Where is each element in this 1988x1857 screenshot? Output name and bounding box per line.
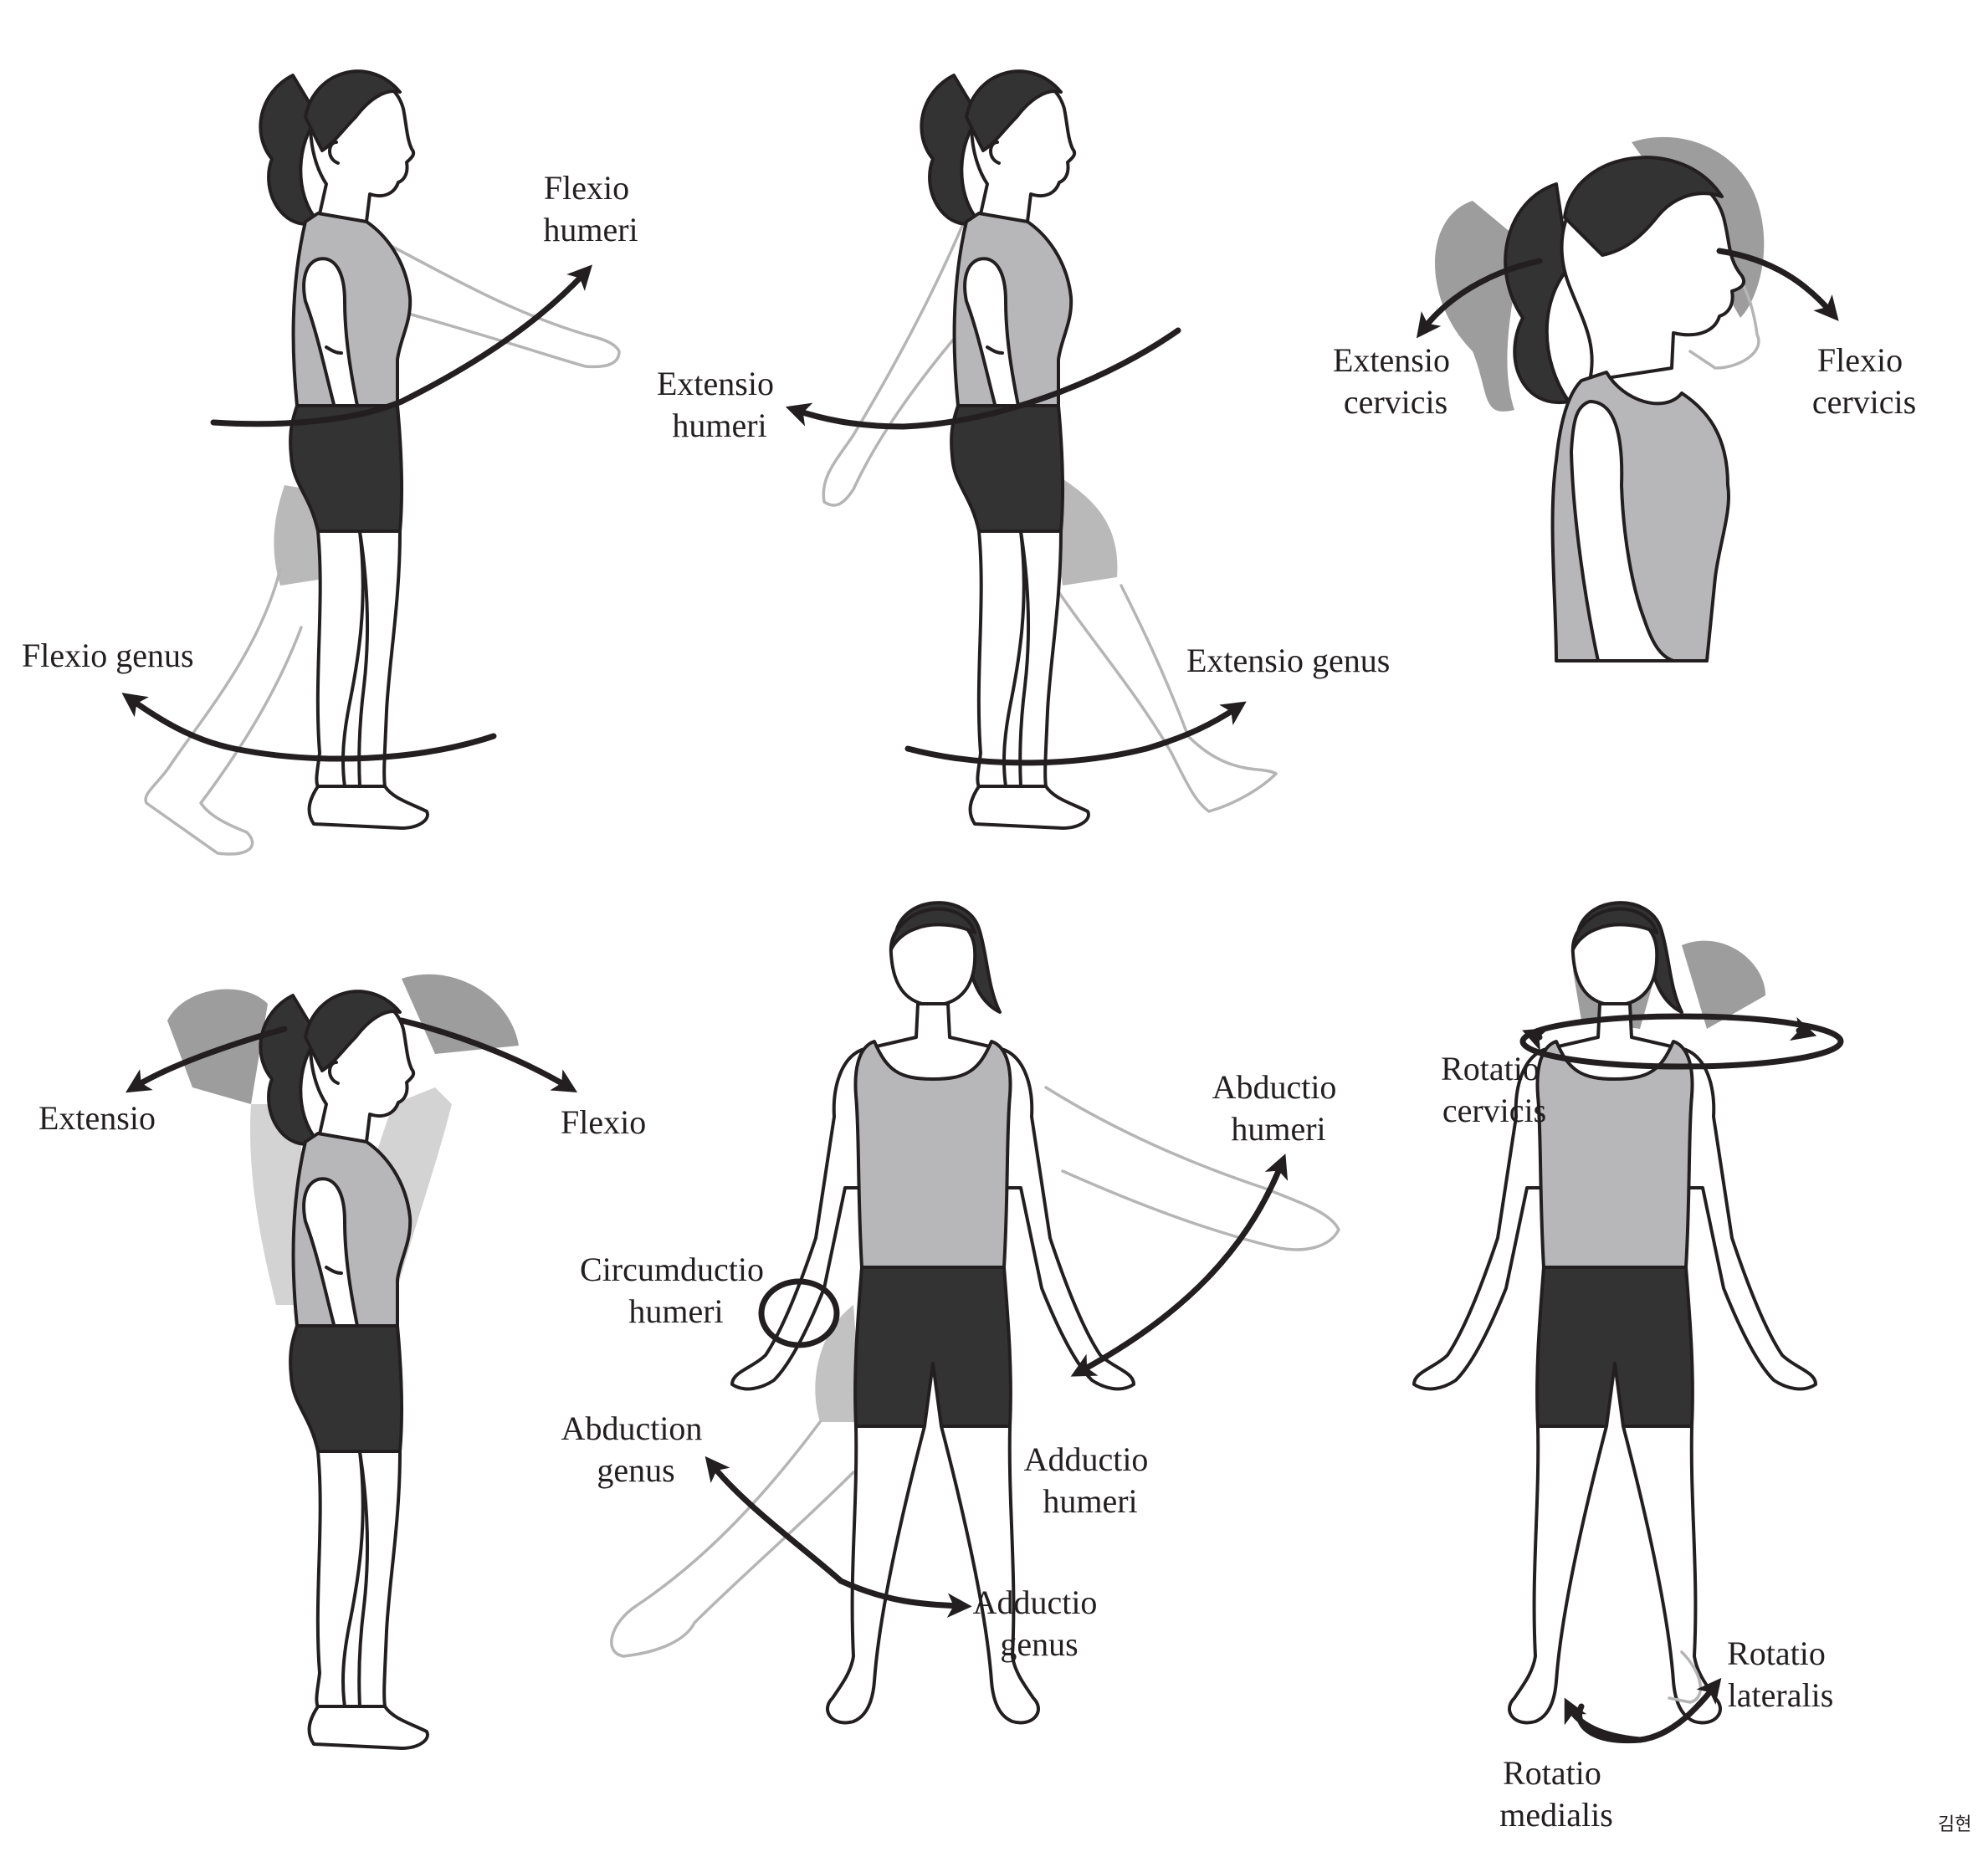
label-flexio-humeri: Flexio humeri [543,169,638,248]
panel-flexio-humeri-genus [121,69,621,856]
extensio-cervicis-arrow [1416,258,1543,339]
circumductio-ring [758,1278,840,1348]
label-circumductio-humeri: Circumductio humeri [580,1251,772,1330]
panel-cervicis-bust [1416,136,1839,662]
label-flexio: Flexio [561,1103,646,1141]
label-adductio-genus: Adductio genus [973,1583,1106,1663]
label-adductio-humeri: Adductio humeri [1024,1440,1157,1520]
adductio-genus-arrow [838,1578,972,1618]
labels: Flexio humeri Extensio humeri Extensio c… [22,169,1971,1835]
label-extensio: Extensio [38,1099,156,1137]
label-abductio-humeri: Abductio humeri [1212,1068,1345,1148]
rotatio-cervicis-left-arrowhead [1522,1027,1550,1051]
adductio-humeri-arrow [1070,1168,1282,1377]
flexio-arrow [398,1017,578,1093]
extensio-humeri-arrow [785,327,1181,430]
extensio-arrow [126,1026,288,1093]
panel-trunk-flexion [126,974,578,1750]
abductio-humeri-arrowhead [1264,1154,1289,1181]
label-abduction-genus: Abduction genus [561,1409,711,1489]
label-flexio-cervicis: Flexio cervicis [1812,341,1916,421]
panel-extensio-humeri-genus [785,69,1278,830]
label-flexio-genus: Flexio genus [22,637,194,674]
flexio-humeri-arrow [210,264,592,427]
label-rotatio-cervicis: Rotatio cervicis [1441,1050,1548,1129]
extensio-genus-arrow [904,701,1247,766]
panel-rotatio [1412,901,1844,1744]
label-extensio-genus: Extensio genus [1186,642,1390,679]
label-rotatio-medialis: Rotatio medialis [1499,1754,1613,1834]
flexio-cervicis-arrow [1716,248,1839,321]
rotatio-medialis-arrow [1564,1697,1643,1743]
label-extensio-humeri: Extensio humeri [657,365,782,444]
artist-signature: 김현 [1938,1814,1971,1835]
label-rotatio-lateralis: Rotatio lateralis [1727,1634,1834,1714]
rotatio-cervicis-right-arrowhead [1789,1016,1817,1041]
panel-abductio-adductio [610,901,1340,1725]
abduction-genus-arrow [705,1455,844,1584]
flexio-genus-arrow [121,693,497,762]
label-extensio-cervicis: Extensio cervicis [1333,341,1458,421]
